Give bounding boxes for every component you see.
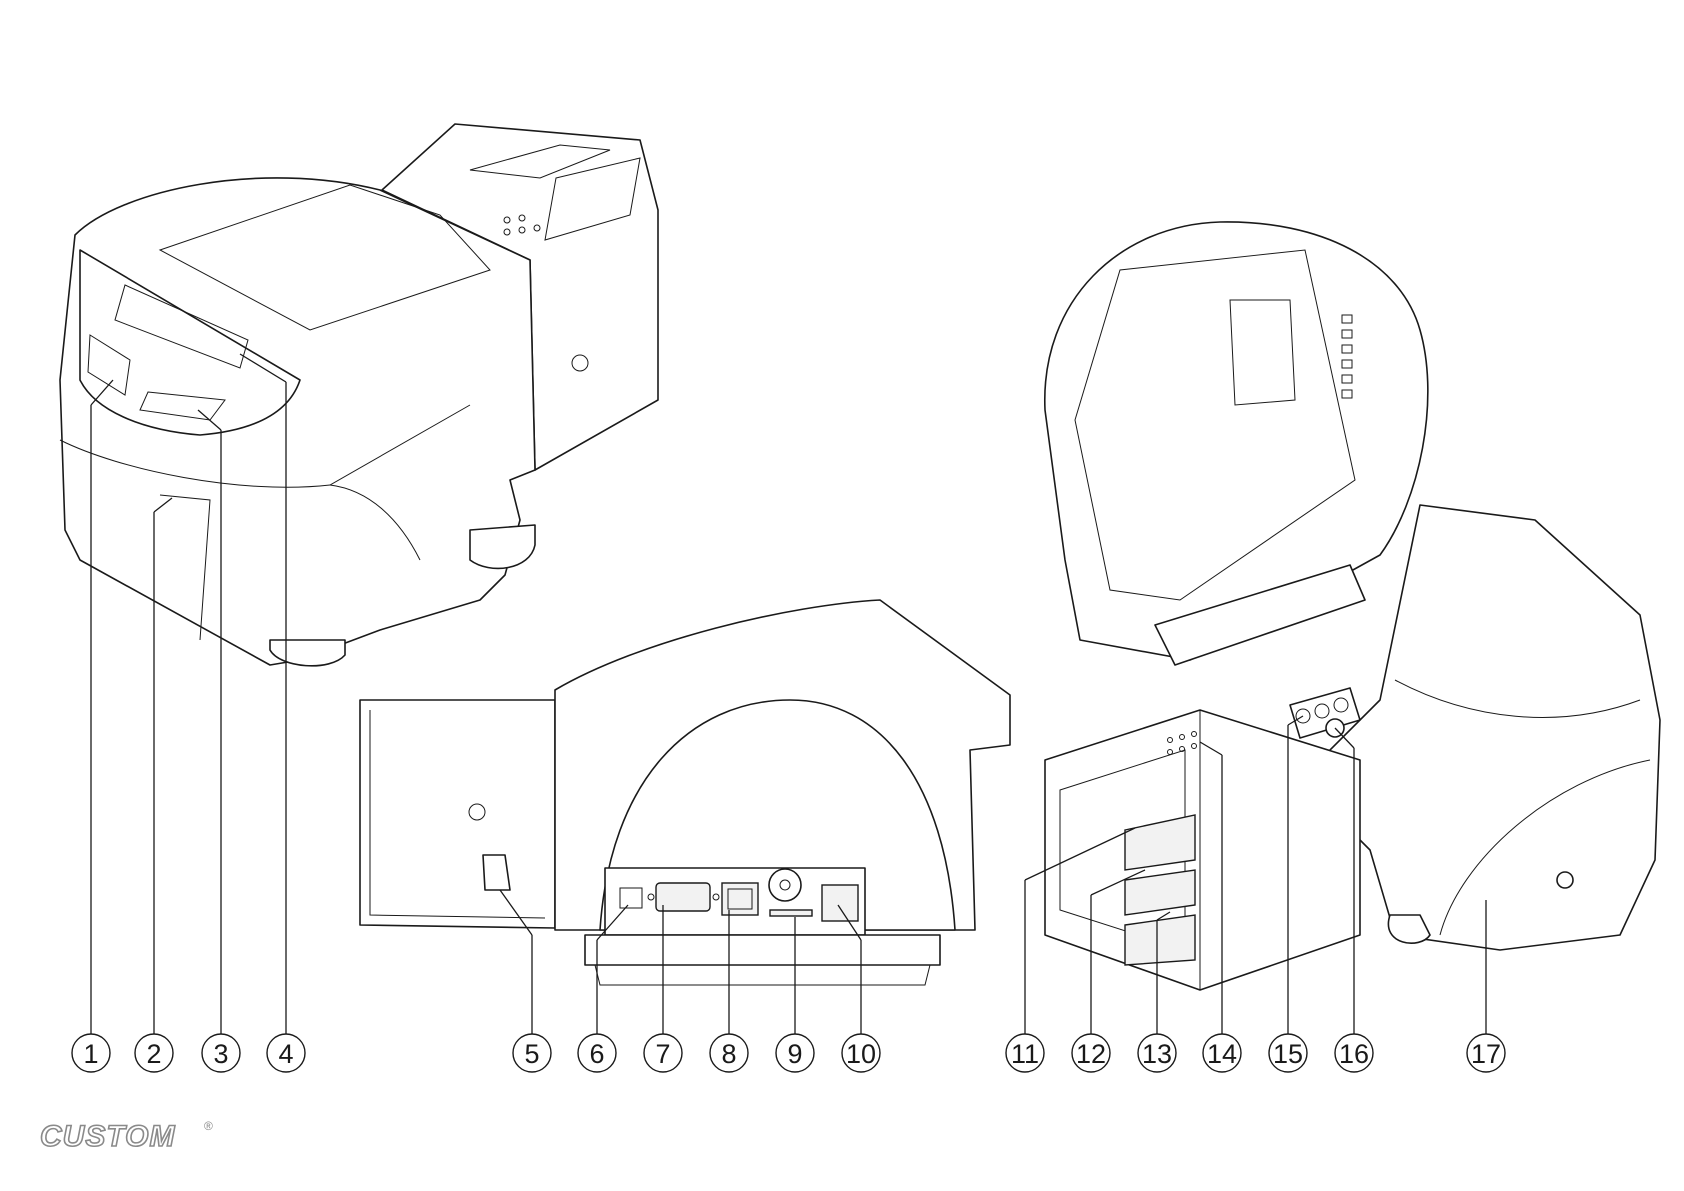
callout-17: 17	[1467, 1034, 1505, 1072]
custom-logo: CUSTOM ®	[40, 1119, 213, 1153]
callout-4-number: 4	[278, 1039, 293, 1069]
callout-13: 13	[1138, 1034, 1176, 1072]
registered-mark: ®	[204, 1119, 213, 1133]
callout-12-number: 12	[1076, 1039, 1106, 1069]
callout-8: 8	[710, 1034, 748, 1072]
callout-9: 9	[776, 1034, 814, 1072]
callout-11-number: 11	[1011, 1039, 1039, 1069]
callout-7-number: 7	[655, 1039, 670, 1069]
callout-9-number: 9	[787, 1039, 802, 1069]
callout-15-number: 15	[1273, 1039, 1303, 1069]
callout-2-number: 2	[146, 1039, 161, 1069]
callout-7: 7	[644, 1034, 682, 1072]
printer-rear-view	[360, 600, 1010, 985]
logo-text: CUSTOM	[40, 1120, 175, 1153]
callout-14-number: 14	[1207, 1039, 1237, 1069]
printer-open-view	[1045, 222, 1660, 990]
callouts: 1 2 3 4 5 6 7 8 9 10 11 12 13 14 15 16 1…	[72, 1034, 1505, 1072]
callout-11: 11	[1006, 1034, 1044, 1072]
callout-1: 1	[72, 1034, 110, 1072]
callout-16: 16	[1335, 1034, 1373, 1072]
callout-12: 12	[1072, 1034, 1110, 1072]
callout-16-number: 16	[1339, 1039, 1369, 1069]
callout-2: 2	[135, 1034, 173, 1072]
callout-17-number: 17	[1471, 1039, 1501, 1069]
printer-front-view	[60, 124, 658, 666]
callout-14: 14	[1203, 1034, 1241, 1072]
callout-3: 3	[202, 1034, 240, 1072]
callout-10-number: 10	[846, 1039, 876, 1069]
callout-1-number: 1	[83, 1039, 98, 1069]
callout-4: 4	[267, 1034, 305, 1072]
callout-3-number: 3	[213, 1039, 228, 1069]
callout-5-number: 5	[524, 1039, 539, 1069]
callout-6-number: 6	[589, 1039, 604, 1069]
callout-5: 5	[513, 1034, 551, 1072]
callout-6: 6	[578, 1034, 616, 1072]
callout-13-number: 13	[1142, 1039, 1172, 1069]
callout-8-number: 8	[721, 1039, 736, 1069]
callout-10: 10	[842, 1034, 880, 1072]
callout-15: 15	[1269, 1034, 1307, 1072]
